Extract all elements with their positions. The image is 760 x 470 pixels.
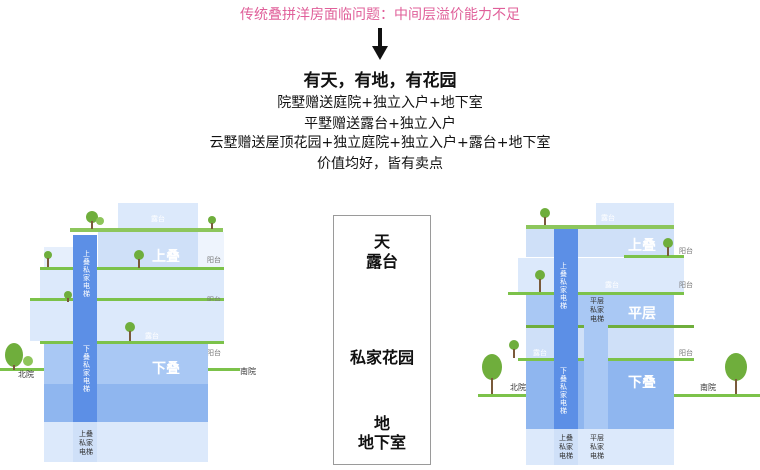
center-ground: 地 [373,414,390,433]
benefit-yard-villa: 院墅赠送庭院+独立入户+地下室 [277,95,483,111]
left-tree-north-icon [5,343,33,370]
left-north-ground [0,368,44,371]
right-roof-line [526,225,674,229]
right-flat-elevator-line-1: 平层 [590,297,604,305]
right-balcony-3: 阳台 [679,348,693,357]
right-lower-elevator-label: 下叠私家电梯 [560,367,567,415]
left-upper-elevator-label: 上叠私家电梯 [83,250,90,298]
problem-statement: 传统叠拼洋房面临问题：中间层溢价能力不足 [240,7,520,23]
left-basement-elevator [73,422,97,462]
left-balcony-2: 阳台 [207,295,221,304]
left-basement [44,422,208,462]
right-floor-line-1 [508,292,684,295]
left-basement-elevator-line-1: 上叠 [79,430,93,438]
benefit-value-summary: 价值均好，皆有卖点 [317,156,443,172]
left-tree-terrace-icon [125,322,135,341]
left-lower-floor-2 [44,384,208,422]
center-terrace: 露台 [365,252,398,271]
right-roof-terrace-label: 露台 [601,213,615,222]
right-flat-elevator-line-2: 私家 [590,306,604,314]
right-terrace-1: 露台 [605,280,619,289]
right-middle-unit-label: 平层 [628,306,656,322]
right-building-diagram: 露台 上叠 阳台 露台 阳台 平层 露台 阳台 下叠 北院 南院 [478,203,760,465]
right-flat-elevator-label: 平层 私家 电梯 [587,297,607,324]
right-roof-terrace [596,203,674,227]
down-arrow-icon [372,28,388,60]
left-tree-roof-icon [86,211,104,229]
right-tree-south-icon [725,353,747,394]
left-roof-terrace [118,203,198,228]
value-comparison-box: 天 露台 私家花园 地 地下室 [333,215,431,465]
left-north-yard: 北院 [18,369,34,379]
right-basement-upper-line-2: 私家 [559,443,573,451]
left-floor-line-3 [40,341,224,344]
right-basement-flat-line-1: 平层 [590,434,604,442]
left-tree-north-upper-icon [44,251,52,267]
right-basement-elevator-upper-label: 上叠 私家 电梯 [556,434,576,461]
right-upper-line [624,255,684,258]
left-lower-floor-1 [44,344,208,384]
center-basement: 地下室 [357,433,406,452]
left-floor-line-1 [40,267,224,270]
right-upper-elevator-label: 上叠私家电梯 [560,262,567,310]
right-basement-flat-elevator [584,429,608,465]
left-balcony-1: 阳台 [207,255,221,264]
right-balcony-1: 阳台 [679,246,693,255]
left-roof-line [70,228,223,232]
left-lower-unit-label: 下叠 [152,360,180,377]
right-flat-elevator-line-3: 电梯 [590,315,604,323]
left-tree-roof-right-icon [208,216,216,229]
right-basement-elevator-flat-label: 平层 私家 电梯 [587,434,607,461]
benefit-flat-villa: 平墅赠送露台+独立入户 [304,116,456,132]
benefit-cloud-villa: 云墅赠送屋顶花园+独立庭院+独立入户+露台+地下室 [209,135,551,151]
left-balcony-3: 阳台 [207,348,221,357]
right-upper-unit-label: 上叠 [628,237,656,254]
right-north-yard: 北院 [510,382,526,392]
left-terrace-label: 露台 [145,331,159,340]
center-sky: 天 [373,232,390,251]
right-upper-elevator-shaft [554,229,578,465]
left-basement-elevator-line-3: 电梯 [79,448,93,456]
left-north-upper-room [44,247,74,269]
left-upper-floor-1 [98,232,200,269]
right-balcony-2: 阳台 [679,280,693,289]
left-basement-elevator-line-2: 私家 [79,439,93,447]
right-upper-floor-2 [518,258,684,293]
right-basement-upper-line-3: 电梯 [559,452,573,460]
right-tree-mid-icon [535,270,545,292]
left-building-diagram: 露台 阳台 上叠 阳台 露台 阳台 下叠 北院 [0,203,240,462]
left-upper-floor-3 [30,301,224,341]
right-south-ground [674,394,760,397]
right-basement-upper-line-1: 上叠 [559,434,573,442]
left-south-ground [208,368,240,371]
left-tree-upper-icon [134,250,144,268]
left-tree-mid-icon [64,291,72,302]
right-south-yard: 南院 [700,382,716,392]
right-terrace-2: 露台 [533,348,547,357]
right-tree-north-icon [482,354,502,394]
left-basement-elevator-label: 上叠 私家 电梯 [74,430,98,457]
right-basement-flat-line-2: 私家 [590,443,604,451]
right-tree-terrace-icon [509,340,519,358]
right-basement-flat-line-3: 电梯 [590,452,604,460]
left-south-yard: 南院 [240,367,256,376]
right-lower-unit-label: 下叠 [628,374,656,391]
right-tree-upper-icon [663,238,673,256]
left-upper-unit-label: 上叠 [152,248,180,265]
left-roof-terrace-label: 露台 [151,214,165,223]
left-floor-line-2 [30,298,224,301]
headline: 有天，有地，有花园 [303,71,457,91]
right-upper-floor-1 [526,229,674,257]
right-floor-line-2 [526,325,694,328]
right-tree-roof-icon [540,208,550,225]
right-north-ground [478,394,526,397]
left-balcony-1-bg [198,232,224,269]
right-basement-elevator [554,429,578,465]
left-lower-elevator-label-vertical: 下叠私家电梯 [83,345,90,393]
center-private-garden: 私家花园 [349,348,414,367]
